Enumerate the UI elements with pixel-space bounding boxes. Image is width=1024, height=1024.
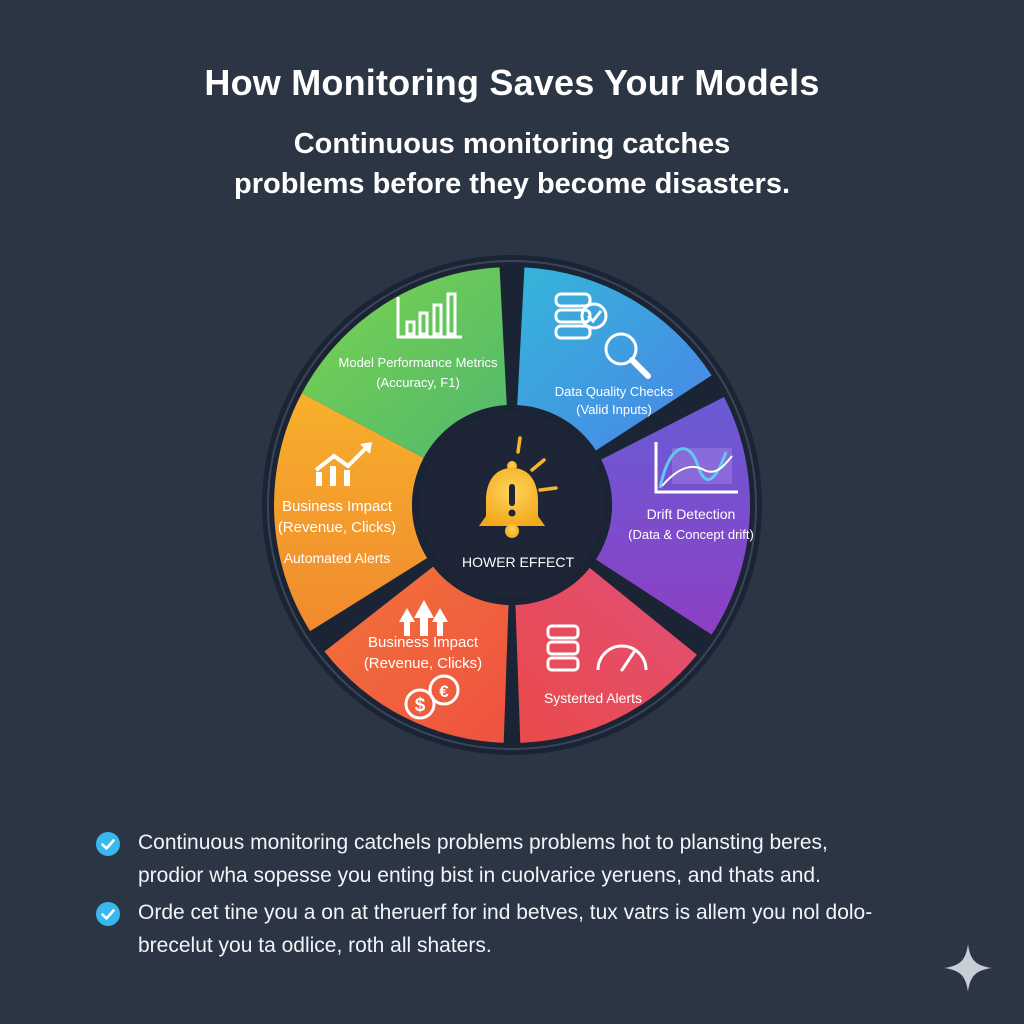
segment-label-business-impact-lower-2: (Revenue, Clicks) — [364, 655, 482, 672]
bullet-2-line-1: Orde cet tine you a on at theruerf for i… — [138, 901, 873, 924]
database-magnifier-icon — [554, 292, 651, 379]
bullet-list: Continuous monitoring catchels problems … — [96, 826, 956, 966]
wheel-ring-edge — [267, 260, 757, 750]
segment-label-data-quality-1: Data Quality Checks — [555, 384, 674, 399]
server-gauge-icon — [546, 624, 648, 672]
wheel-segment-systerted-alerts[interactable] — [515, 567, 697, 743]
segment-label-drift-detection-2: (Data & Concept drift) — [628, 527, 754, 542]
svg-text:$: $ — [415, 695, 426, 716]
wheel-segment-data-quality[interactable] — [517, 267, 712, 451]
center-label: HOWER EFFECT — [462, 554, 574, 570]
segment-label-model-performance-1: Model Performance Metrics — [339, 355, 498, 370]
currency-coins-icon: $ € — [404, 674, 460, 720]
page-title: How Monitoring Saves Your Models — [204, 62, 820, 103]
up-arrows-icon — [399, 600, 448, 636]
segment-label-systerted-alerts-1: Systerted Alerts — [544, 690, 642, 706]
bell-alert-icon — [479, 436, 558, 538]
subtitle-line-1: Continuous monitoring catches — [293, 128, 731, 160]
bullet-2-line-2: brecelut you ta odlice, roth all shaters… — [138, 934, 492, 957]
segment-label-business-impact-left-1: Business Impact — [282, 498, 393, 515]
drift-curve-icon — [654, 442, 738, 494]
bullet-item-2: Orde cet tine you a on at theruerf for i… — [96, 896, 956, 962]
segment-label-business-impact-left-2: (Revenue, Clicks) — [278, 519, 396, 536]
trend-up-icon — [314, 442, 372, 486]
segment-label-model-performance-2: (Accuracy, F1) — [376, 375, 460, 390]
segment-label-data-quality-2: (Valid Inputs) — [576, 402, 652, 417]
wheel-segment-business-impact-left[interactable] — [274, 393, 428, 632]
bullet-item-1: Continuous monitoring catchels problems … — [96, 826, 956, 892]
segment-label-business-impact-lower-1: Business Impact — [368, 634, 479, 651]
bullet-1-line-2: prodior wha sopesse you enting bist in c… — [138, 864, 821, 887]
check-circle-icon — [96, 902, 120, 926]
segment-label-drift-detection-1: Drift Detection — [647, 506, 736, 522]
subtitle-line-2: problems before they become disasters. — [233, 168, 791, 200]
bullet-1-line-1: Continuous monitoring catchels problems … — [138, 831, 828, 854]
svg-text:€: € — [439, 682, 449, 701]
segment-label-business-impact-left-3: Automated Alerts — [284, 550, 391, 566]
sparkle-icon — [944, 944, 992, 992]
wheel-segment-business-impact-lower[interactable] — [324, 566, 509, 743]
subtitle: Continuous monitoring catches problems b… — [0, 124, 1024, 204]
bar-chart-icon — [396, 292, 462, 339]
check-circle-icon — [96, 832, 120, 856]
